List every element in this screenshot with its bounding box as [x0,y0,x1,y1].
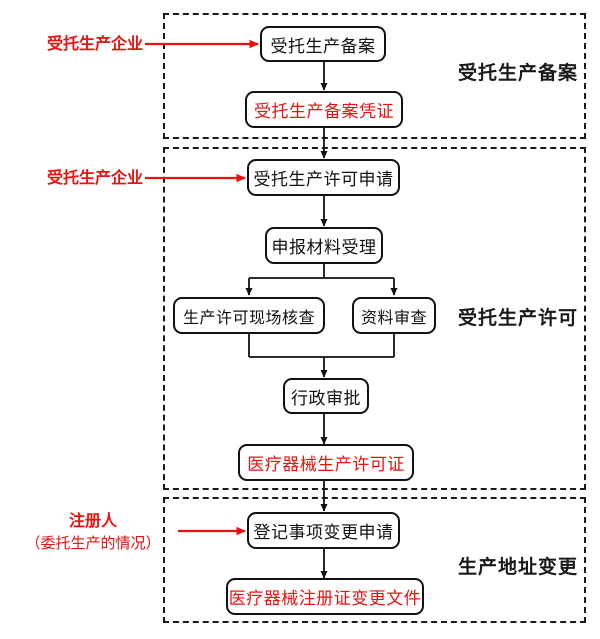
node-registration-change-application[interactable]: 登记事项变更申请 [247,512,400,549]
actor-label-sub: （委托生产的情况） [25,535,161,553]
actor-label-entrusted-manufacturer-2: 受托生产企业 [40,167,150,190]
node-entrust-filing[interactable]: 受托生产备案 [260,26,386,62]
actor-label-text: 注册人 [68,513,117,530]
section-entrust-license [163,147,586,490]
node-onsite-inspection[interactable]: 生产许可现场核查 [173,297,325,334]
section-address-change [163,497,586,623]
actor-label-text: 受托生产企业 [46,36,143,53]
section-title-entrust-license: 受托生产许可 [457,308,578,329]
actor-label-entrusted-manufacturer-1: 受托生产企业 [40,33,150,56]
node-material-acceptance[interactable]: 申报材料受理 [265,227,383,264]
node-administrative-approval[interactable]: 行政审批 [283,378,369,414]
node-document-review[interactable]: 资料审查 [352,297,436,334]
node-entrust-license-application[interactable]: 受托生产许可申请 [247,159,400,196]
actor-label-text: 受托生产企业 [46,170,143,187]
section-title-address-change: 生产地址变更 [457,557,578,578]
node-registration-certificate-change-document[interactable]: 医疗器械注册证变更文件 [226,578,424,615]
node-medical-device-production-license[interactable]: 医疗器械生产许可证 [238,444,414,481]
node-entrust-filing-certificate[interactable]: 受托生产备案凭证 [245,91,403,128]
actor-label-registrant: 注册人 （委托生产的情况） [8,510,178,555]
section-title-entrust-filing: 受托生产备案 [457,63,578,84]
section-entrust-filing [163,13,586,139]
